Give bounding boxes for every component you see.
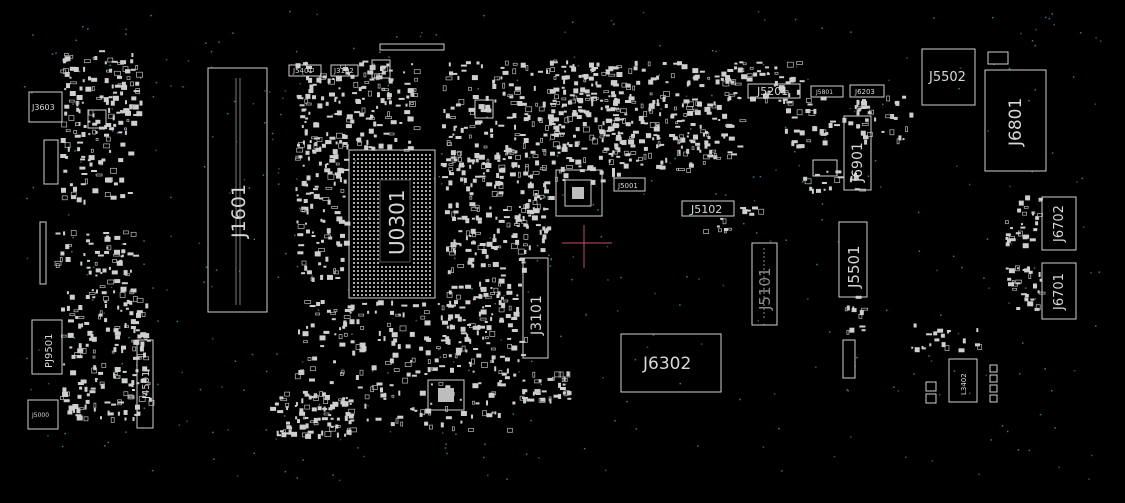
header-top-strip[interactable]	[379, 43, 445, 51]
label-j5501: J5501	[845, 245, 863, 289]
label-j3102: J3102	[333, 67, 354, 75]
connector-pj9501[interactable]: PJ9501	[31, 319, 63, 375]
crosshair-marker	[562, 225, 612, 268]
label-j5801: J5801	[815, 89, 833, 96]
label-j4501: J4501	[141, 371, 152, 400]
label-j5000: J5000	[31, 412, 49, 419]
connector-j6702[interactable]: J6702	[1041, 196, 1077, 251]
connector-j6701[interactable]: J6701	[1041, 262, 1077, 320]
label-j1601: J1601	[228, 184, 250, 239]
connector-left-vertical[interactable]	[39, 221, 47, 285]
label-j5102: J5102	[690, 203, 722, 216]
label-u0301: U0301	[385, 189, 409, 255]
label-j6901: J6901	[850, 142, 866, 183]
label-j3603: J3603	[31, 103, 55, 112]
connector-j3603[interactable]: J3603	[28, 91, 63, 123]
label-j5001: J5001	[617, 182, 638, 190]
bga-grid	[353, 154, 431, 296]
label-j5502: J5502	[928, 70, 966, 85]
connector-left-small[interactable]	[43, 139, 59, 185]
connector-right-mid[interactable]	[842, 339, 856, 379]
connector-j5201[interactable]: J5201	[747, 83, 801, 99]
chip-top-left[interactable]	[87, 109, 107, 129]
label-j5401: J5401	[292, 67, 313, 75]
label-j6702: J6702	[1052, 205, 1067, 243]
connector-j5502[interactable]: J5502	[921, 48, 976, 106]
connector-j3101[interactable]: J3101	[522, 257, 549, 359]
chip-bottom-center[interactable]	[427, 379, 465, 411]
connector-j5000[interactable]: J5000	[27, 399, 59, 430]
label-j3101: J3101	[529, 295, 545, 336]
connector-j6203[interactable]: J6203	[849, 84, 885, 98]
connector-j1601[interactable]: J1601	[207, 67, 268, 313]
chip-right-top[interactable]	[812, 159, 838, 177]
label-j6701: J6701	[1052, 273, 1067, 311]
label-l3402: L3402	[960, 373, 968, 395]
pads-right-column	[925, 51, 1009, 404]
pad-field	[54, 50, 1046, 439]
label-j5101: J5101	[756, 267, 774, 311]
inductor-l3402[interactable]: L3402	[948, 358, 978, 403]
chip-u0301[interactable]: U0301	[348, 149, 436, 299]
label-j6801: J6801	[1006, 98, 1026, 147]
label-j6203: J6203	[854, 88, 875, 96]
chip-top-mid[interactable]	[371, 59, 391, 79]
connector-j6901[interactable]: J6901	[843, 115, 872, 191]
connector-j5102[interactable]: J5102	[681, 200, 735, 217]
connector-j5001[interactable]: J5001	[613, 177, 646, 192]
connector-j5501[interactable]: J5501	[838, 221, 868, 298]
chip-pch[interactable]	[555, 169, 603, 217]
label-j6302: J6302	[642, 354, 691, 374]
connector-j5101[interactable]: J5101	[751, 242, 778, 326]
connector-j4501[interactable]: J4501	[136, 339, 154, 429]
connector-j3102[interactable]: J3102	[330, 64, 359, 77]
chip-mid-top[interactable]	[474, 99, 494, 119]
connector-j6801[interactable]: J6801	[984, 69, 1047, 172]
connector-j5401[interactable]: J5401	[288, 64, 322, 77]
connector-j6302[interactable]: J6302	[620, 333, 722, 393]
label-pj9501: PJ9501	[44, 334, 55, 368]
connector-j5801[interactable]: J5801	[810, 85, 844, 98]
label-j5201: J5201	[756, 85, 788, 98]
